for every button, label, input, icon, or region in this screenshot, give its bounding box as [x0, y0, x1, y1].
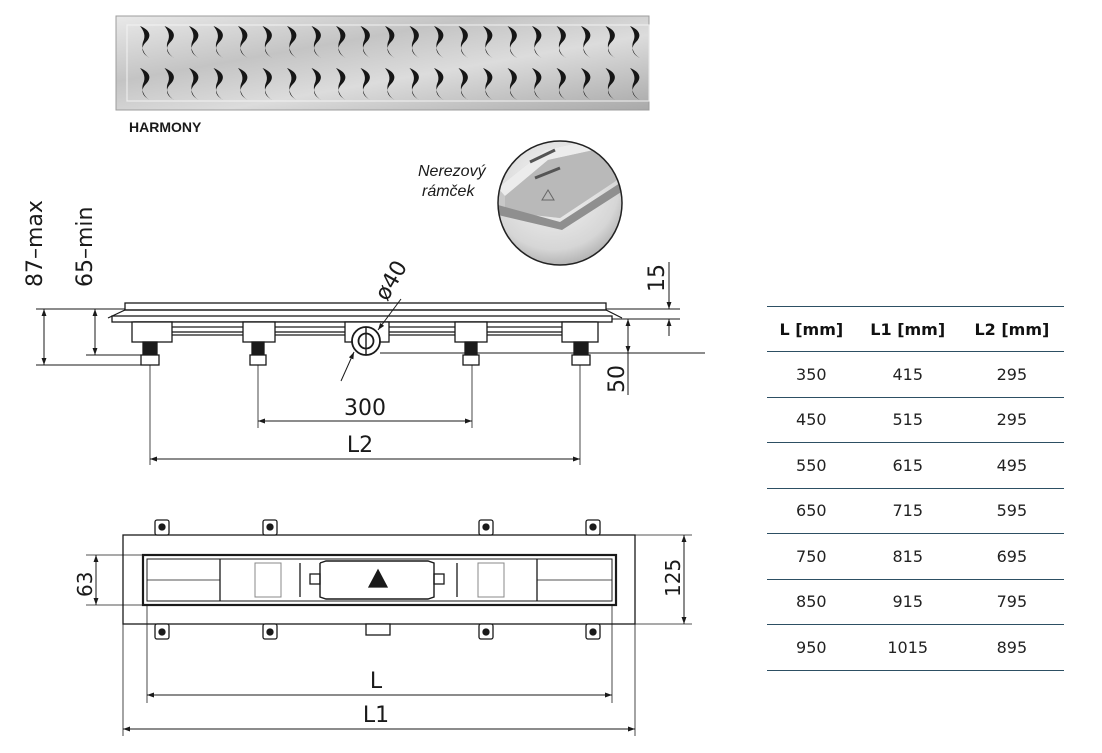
dimension-table: L [mm] L1 [mm] L2 [mm] 350 415 295 450 5… [767, 306, 1064, 671]
grating-slot [140, 26, 150, 58]
grating-slot [581, 68, 591, 100]
table-cell: 950 [767, 624, 856, 671]
table-cell: 895 [959, 624, 1064, 671]
top-view-dimensions [86, 534, 692, 736]
dim-l: L [370, 669, 383, 694]
table-cell: 515 [855, 397, 960, 443]
table-row: 850 915 795 [767, 579, 1064, 625]
grating-slot [458, 26, 469, 58]
table-header-row: L [mm] L1 [mm] L2 [mm] [767, 306, 1064, 352]
grating-slot [311, 68, 322, 100]
table-cell: 550 [767, 442, 856, 489]
table-header-l1: L1 [mm] [855, 306, 960, 352]
table-cell: 715 [855, 488, 960, 534]
table-header-l2: L2 [mm] [959, 306, 1064, 352]
table-row: 450 515 295 [767, 397, 1064, 443]
grating-slot [605, 26, 616, 58]
grating-slot [630, 68, 640, 100]
table-cell: 795 [959, 579, 1064, 625]
product-name-label: HARMONY [129, 119, 202, 135]
table-cell: 595 [959, 488, 1064, 534]
table-cell: 750 [767, 533, 856, 580]
grating-slot [360, 26, 371, 58]
grating-slot [262, 26, 273, 58]
dim-spacing: 300 [344, 396, 386, 421]
table-cell: 495 [959, 442, 1064, 489]
table-cell: 815 [855, 533, 960, 580]
grating-slot [532, 26, 542, 58]
grating-slot [287, 68, 297, 100]
grating-slot [655, 26, 665, 58]
frame-callout-label-2: rámček [422, 183, 475, 200]
dim-inner-width: 63 [73, 572, 97, 597]
dim-outer-width: 125 [661, 559, 685, 597]
grating-slot [434, 68, 444, 100]
grating-slot [507, 26, 518, 58]
grating-slot [458, 68, 469, 100]
table-cell: 915 [855, 579, 960, 625]
table-cell: 295 [959, 397, 1064, 443]
grating-slot [360, 68, 371, 100]
grating-slot [385, 68, 395, 100]
grating-slot [581, 26, 591, 58]
grating-slot [336, 68, 346, 100]
grating-slot [189, 68, 199, 100]
grating-slot [213, 26, 224, 58]
grating-slot [164, 26, 175, 58]
grating-slot [189, 26, 199, 58]
table-row: 950 1015 895 [767, 624, 1064, 671]
grating-slot [140, 68, 150, 100]
grating-slot [483, 26, 493, 58]
table-row: 750 815 695 [767, 533, 1064, 580]
grating-slot [311, 26, 322, 58]
grating-photo [115, 15, 665, 111]
grating-slot [287, 26, 297, 58]
grating-slot [409, 68, 420, 100]
grating-slot [385, 26, 395, 58]
side-view-dimensions [41, 262, 672, 465]
dim-frame-height: 15 [645, 264, 670, 292]
table-header-l: L [mm] [767, 306, 856, 352]
dim-pipe-diameter: ø40 [371, 257, 413, 305]
table-cell: 695 [959, 533, 1064, 580]
grating-slot [483, 68, 493, 100]
dim-l2: L2 [347, 433, 373, 458]
grating-slot [213, 68, 224, 100]
grating-slot [507, 68, 518, 100]
table-cell: 850 [767, 579, 856, 625]
dim-outlet-height: 50 [605, 365, 630, 393]
grating-slot [605, 68, 616, 100]
table-cell: 1015 [855, 624, 960, 671]
table-cell: 615 [855, 442, 960, 489]
table-cell: 295 [959, 351, 1064, 398]
grating-slot [336, 26, 346, 58]
frame-detail-bubble [497, 140, 623, 266]
top-view-drawing [122, 519, 636, 640]
table-cell: 450 [767, 397, 856, 443]
grating-slot [655, 68, 665, 100]
table-row: 550 615 495 [767, 442, 1064, 489]
side-view-drawing [36, 302, 705, 366]
grating-slot [238, 68, 248, 100]
table-cell: 650 [767, 488, 856, 534]
dim-height-min: 65–min [73, 207, 98, 287]
dim-l1: L1 [363, 703, 389, 728]
grating-slot [532, 68, 542, 100]
table-cell: 415 [855, 351, 960, 398]
frame-callout-label-1: Nerezový [418, 163, 487, 180]
table-cell: 350 [767, 351, 856, 398]
grating-slot [434, 26, 444, 58]
grating-slot [238, 26, 248, 58]
table-row: 350 415 295 [767, 351, 1064, 398]
grating-slot [556, 26, 567, 58]
table-row: 650 715 595 [767, 488, 1064, 534]
dim-height-max: 87–max [23, 200, 48, 287]
grating-slot [556, 68, 567, 100]
grating-slot [409, 26, 420, 58]
grating-slot [164, 68, 175, 100]
grating-slot [630, 26, 640, 58]
grating-slot [262, 68, 273, 100]
